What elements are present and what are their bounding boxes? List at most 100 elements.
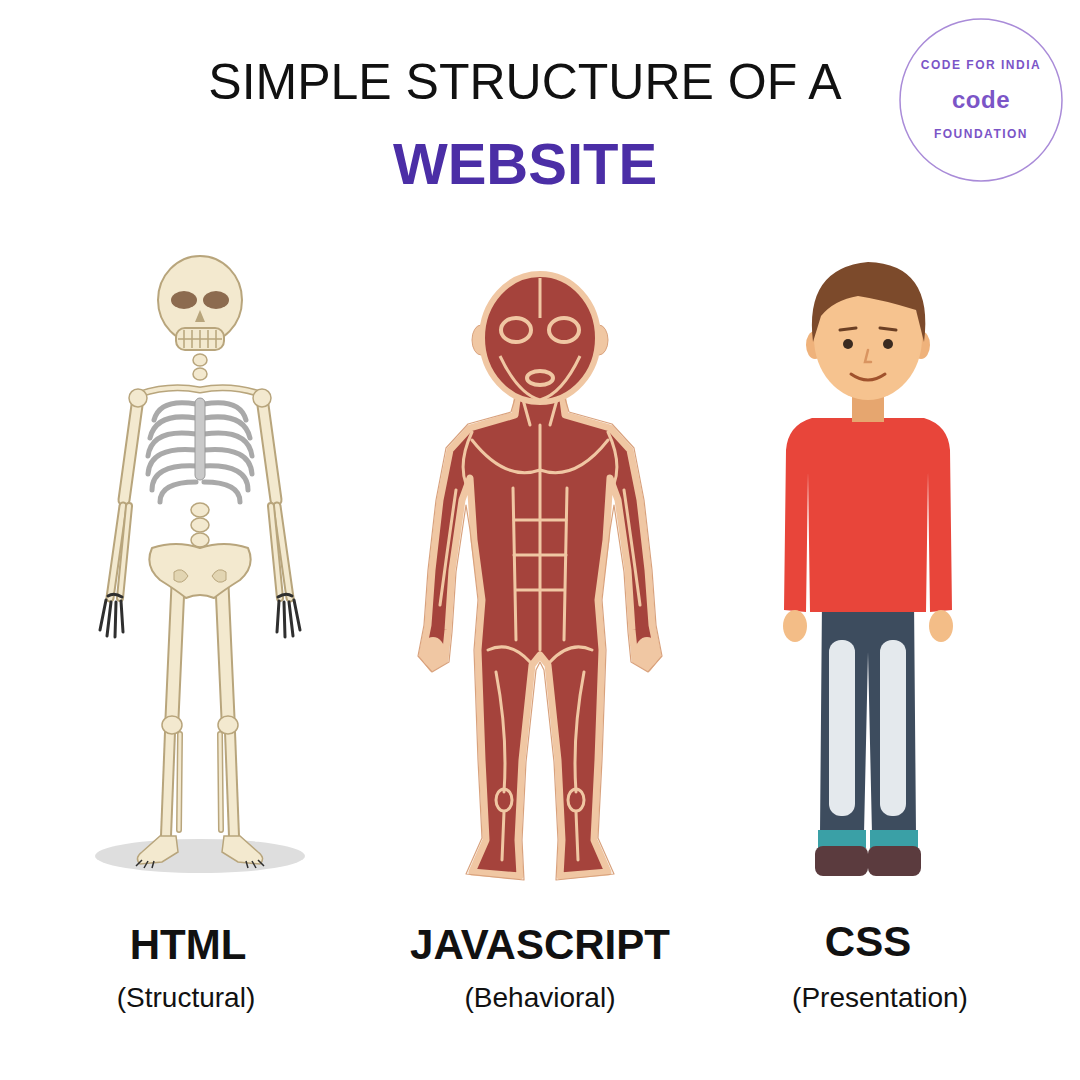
vertebra <box>191 533 209 547</box>
eye <box>549 318 579 342</box>
logo-wordmark: code <box>952 87 1010 113</box>
bone <box>179 734 180 830</box>
muscle-lines <box>440 396 640 860</box>
hand <box>783 610 807 642</box>
clavicles <box>140 388 260 394</box>
bone <box>271 506 280 598</box>
vertebra <box>193 354 207 366</box>
eye-socket <box>171 291 197 309</box>
bone-outline <box>120 506 129 598</box>
bone <box>120 506 129 598</box>
title: SIMPLE STRUCTURE OF A <box>208 54 841 112</box>
layer-role: (Behavioral) <box>465 982 616 1014</box>
layer-name: CSS <box>825 918 911 966</box>
layer-name: HTML <box>130 921 247 969</box>
face-line <box>500 278 580 400</box>
bone <box>124 398 138 500</box>
bone-outline <box>166 732 170 836</box>
bone-outline <box>222 585 228 718</box>
bone-outline <box>124 398 138 500</box>
eyebrows <box>840 328 896 330</box>
hand <box>277 594 300 637</box>
jeans <box>820 600 916 834</box>
title-highlight: WEBSITE <box>393 131 657 198</box>
knee-cap <box>218 716 238 734</box>
bone-outline <box>179 734 180 830</box>
hair <box>812 262 925 342</box>
layer-name: JAVASCRIPT <box>410 921 670 969</box>
pelvis-holes <box>174 570 226 583</box>
bone-outline <box>262 398 276 500</box>
logo-badge: CODE FOR INDIA codeFOUNDATION <box>899 18 1063 182</box>
nose-cavity <box>195 310 205 322</box>
bone-outline <box>230 732 234 836</box>
feet <box>136 836 264 868</box>
bone <box>262 398 276 500</box>
bone-outline <box>172 585 178 718</box>
eye-socket <box>203 291 229 309</box>
head <box>482 274 598 402</box>
vertebra <box>191 503 209 517</box>
bone-outline <box>220 734 221 830</box>
muscle-line <box>514 520 566 590</box>
layer-role: (Structural) <box>117 982 255 1014</box>
sock <box>870 830 918 848</box>
eye <box>883 339 893 349</box>
hand-bones <box>100 594 300 637</box>
clothed-figure <box>783 262 953 876</box>
shirt <box>784 418 952 612</box>
body-outline <box>418 388 662 880</box>
vertebra <box>193 368 207 380</box>
foot <box>137 836 178 864</box>
muscle-line <box>488 647 592 662</box>
muscle-line <box>463 432 617 484</box>
muscle-figure <box>418 274 662 880</box>
eye <box>843 339 853 349</box>
muscle-line <box>513 488 567 640</box>
bone <box>172 585 178 718</box>
rib <box>160 482 240 502</box>
sternum <box>195 398 205 480</box>
leg-bones <box>166 585 234 836</box>
badge-circle <box>900 19 1062 181</box>
muscle-line <box>496 672 584 792</box>
eye <box>501 318 531 342</box>
shoulder-joint <box>129 389 147 407</box>
bone <box>222 585 228 718</box>
arm-bones <box>110 398 290 598</box>
skeleton-figure <box>95 256 305 873</box>
knee <box>496 789 512 811</box>
jeans-highlight <box>880 640 906 816</box>
foot <box>222 836 263 864</box>
floor-shadow <box>95 839 305 873</box>
face-muscles <box>500 278 580 400</box>
mouth <box>527 371 553 385</box>
jaw <box>176 328 224 350</box>
hand <box>929 610 953 642</box>
bone <box>230 732 234 836</box>
smile <box>851 374 885 380</box>
toes <box>136 860 264 868</box>
muscle-body <box>422 392 658 876</box>
logo-text: FOUNDATION <box>934 128 1028 141</box>
jeans-highlight <box>829 640 855 816</box>
bone-outline <box>271 506 280 598</box>
sock <box>818 830 866 848</box>
muscle-line <box>539 425 542 650</box>
shoe <box>815 846 868 876</box>
bone <box>166 732 170 836</box>
clavicles <box>140 388 260 394</box>
shoe <box>868 846 921 876</box>
teeth <box>178 330 222 348</box>
muscle-line <box>502 812 578 860</box>
pelvis <box>149 544 250 598</box>
hand <box>421 637 445 667</box>
logo-text: CODE FOR INDIA <box>921 59 1041 72</box>
muscle-line <box>440 490 640 605</box>
vertebra <box>191 518 209 532</box>
shoulder-joint <box>253 389 271 407</box>
knee-cap <box>162 716 182 734</box>
hand <box>100 594 123 637</box>
nose <box>865 350 871 362</box>
